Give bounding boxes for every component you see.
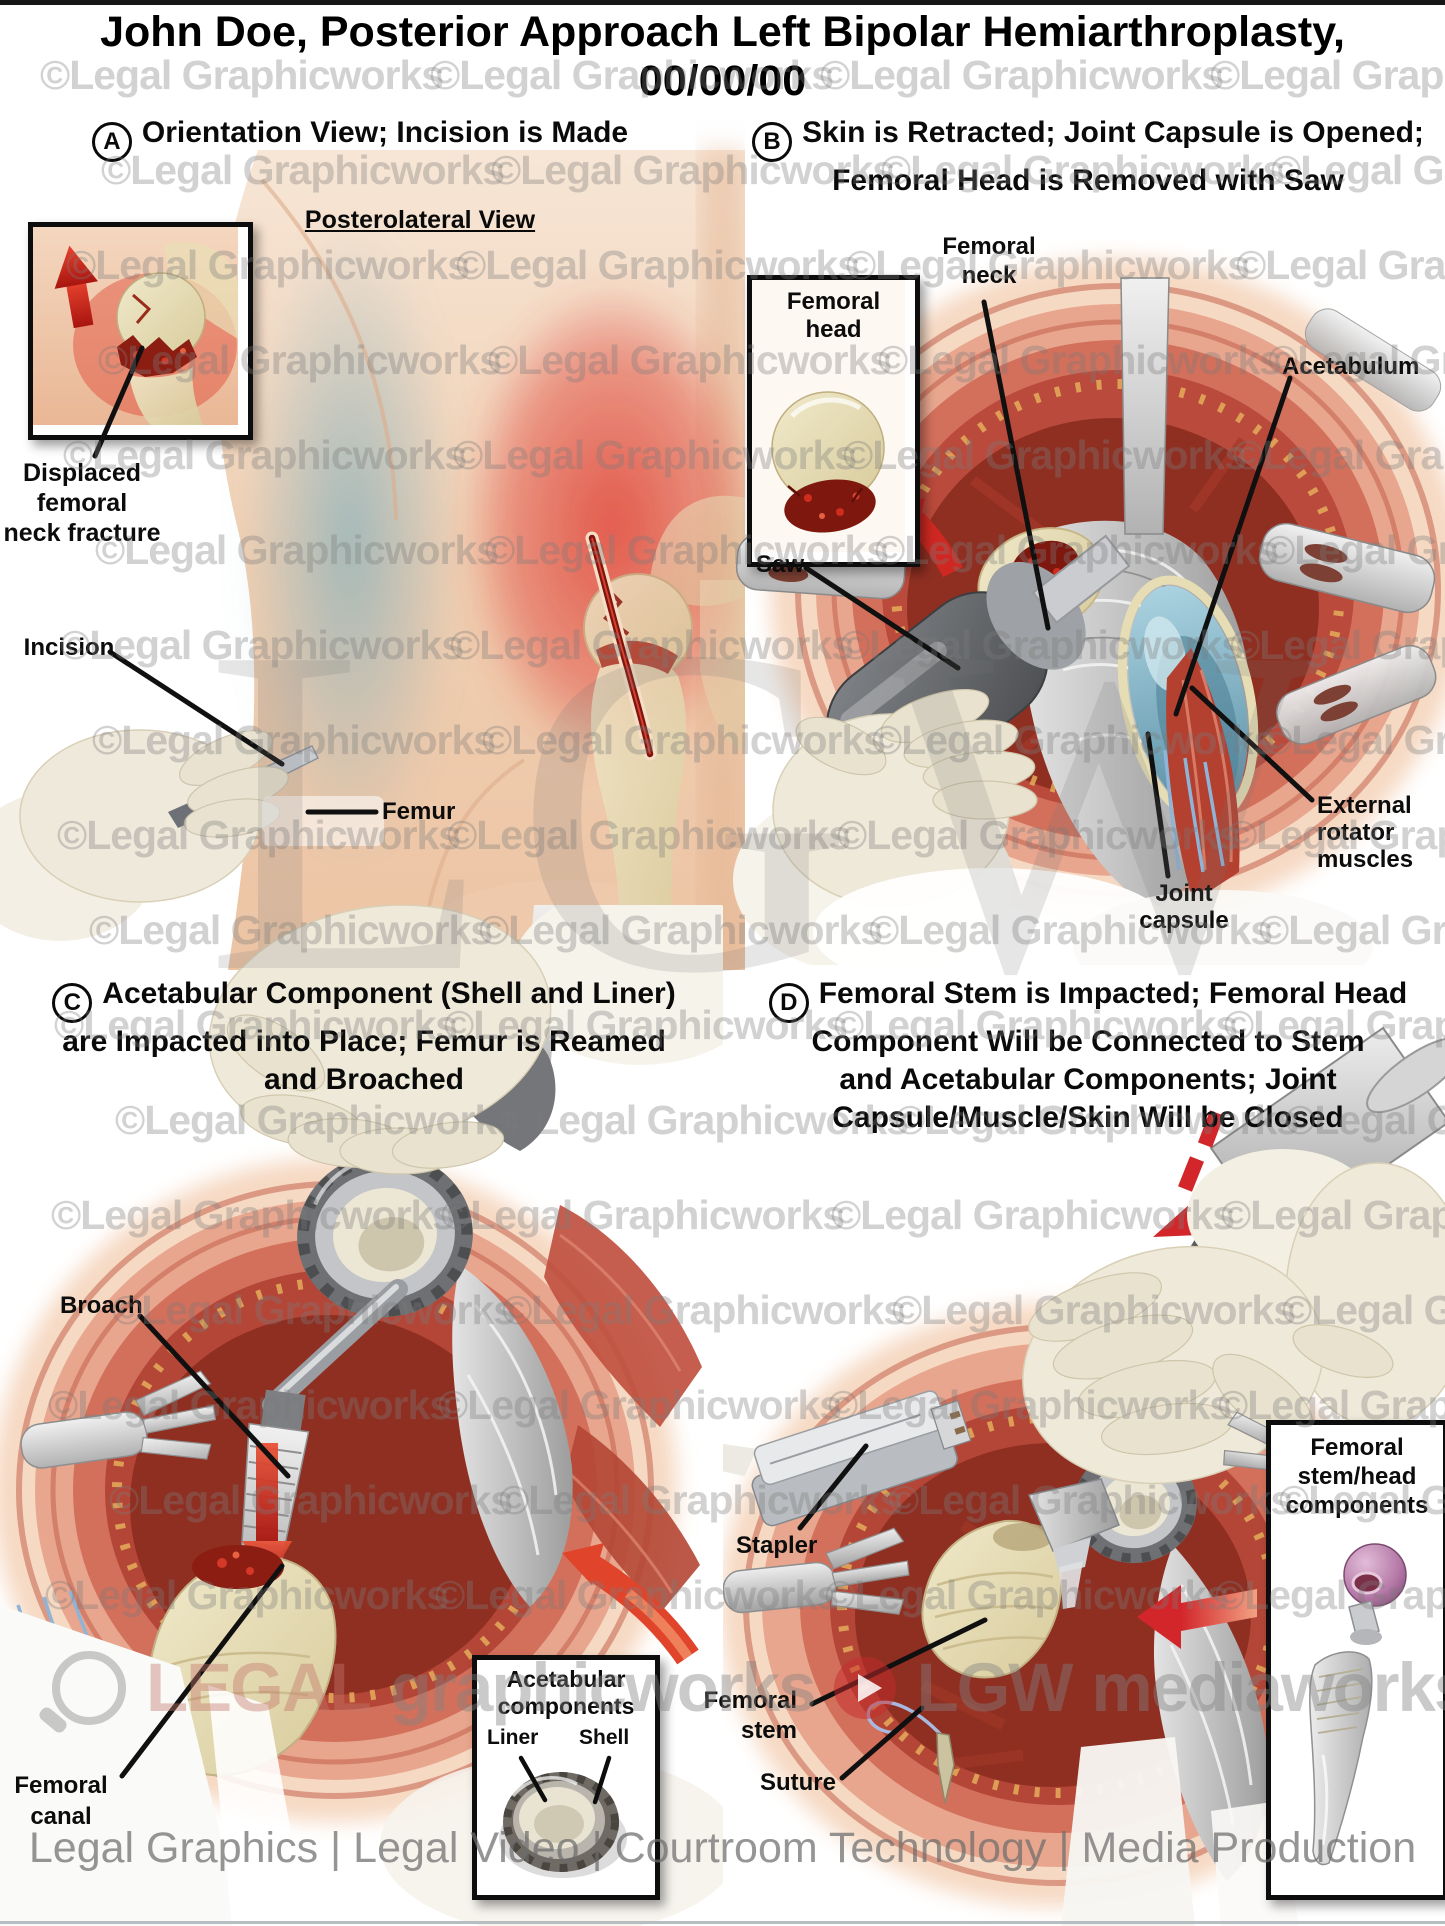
gloved-hand-with-impactor bbox=[208, 905, 723, 1175]
inset-stem-head-title: Femoral stem/head components bbox=[1285, 1434, 1429, 1519]
title-line-2: 00/00/00 bbox=[638, 57, 807, 105]
label-broach: Broach bbox=[60, 1292, 143, 1319]
gloved-hand-holding-saw bbox=[733, 688, 1038, 965]
implanted-acetabular-shell bbox=[297, 1152, 473, 1318]
title-line-1: John Doe, Posterior Approach Left Bipola… bbox=[100, 8, 1345, 56]
panel-a-illustration bbox=[0, 150, 745, 970]
panel-b-letter: B bbox=[752, 122, 793, 162]
label-femoral-neck: Femoral neck bbox=[942, 233, 1036, 289]
incision-line bbox=[585, 531, 657, 761]
top-border bbox=[0, 0, 1445, 5]
red-arrow-displacement bbox=[54, 245, 98, 329]
label-femur: Femur bbox=[382, 798, 456, 825]
gauze-drapes bbox=[813, 868, 1373, 965]
panel-d-letter: D bbox=[768, 983, 809, 1023]
muscle-bands-right bbox=[544, 1205, 702, 1611]
panel-a-subheading: Posterolateral View bbox=[304, 206, 536, 234]
inset-stem-head-art bbox=[1271, 1425, 1433, 1885]
label-acetabulum: Acetabulum bbox=[1282, 353, 1420, 380]
inset-stem-head-components: Femoral stem/head components bbox=[1266, 1420, 1445, 1900]
label-saw: Saw bbox=[756, 551, 805, 578]
inset-fracture-art bbox=[33, 227, 238, 425]
fibrous-capsule-band bbox=[452, 1265, 573, 1607]
red-arrow-reduction bbox=[1137, 1585, 1257, 1649]
label-joint-capsule: Joint capsule bbox=[1139, 880, 1229, 934]
label-displaced-fracture: Displaced femoral neck fracture bbox=[3, 459, 161, 547]
label-external-rotators: External rotator muscles bbox=[1317, 792, 1414, 873]
inset-shell-label: Shell bbox=[579, 1726, 630, 1749]
bottom-rule bbox=[0, 1921, 1445, 1924]
fork-retractor-left bbox=[723, 1527, 910, 1615]
panel-a-letter: A bbox=[91, 122, 132, 162]
exhibit-title: John Doe, Posterior Approach Left Bipola… bbox=[0, 8, 1445, 106]
inset-femoral-head-title: Femoral head bbox=[786, 288, 881, 343]
pelvis-femur-bones bbox=[583, 495, 745, 962]
inset-acetabular-title: Acetabular components bbox=[497, 1666, 635, 1719]
inset-acetabular-art bbox=[477, 1660, 645, 1885]
label-incision: Incision bbox=[23, 634, 115, 661]
label-suture: Suture bbox=[759, 1769, 836, 1796]
red-arrow-cup-impaction bbox=[562, 1543, 699, 1665]
inset-acetabular-components: Acetabular components Liner Shell bbox=[472, 1655, 660, 1900]
inset-fracture-closeup bbox=[28, 222, 253, 440]
panel-c-letter: C bbox=[52, 983, 93, 1023]
inset-liner-label: Liner bbox=[487, 1726, 539, 1749]
label-femoral-canal: Femoral canal bbox=[14, 1772, 108, 1830]
inset-femoral-head: Femoral head bbox=[747, 275, 920, 567]
label-stapler: Stapler bbox=[736, 1532, 818, 1559]
body-posterolateral-view bbox=[216, 150, 745, 970]
inset-femoral-head-art bbox=[752, 280, 905, 552]
label-femoral-stem: Femoral stem bbox=[703, 1687, 797, 1744]
